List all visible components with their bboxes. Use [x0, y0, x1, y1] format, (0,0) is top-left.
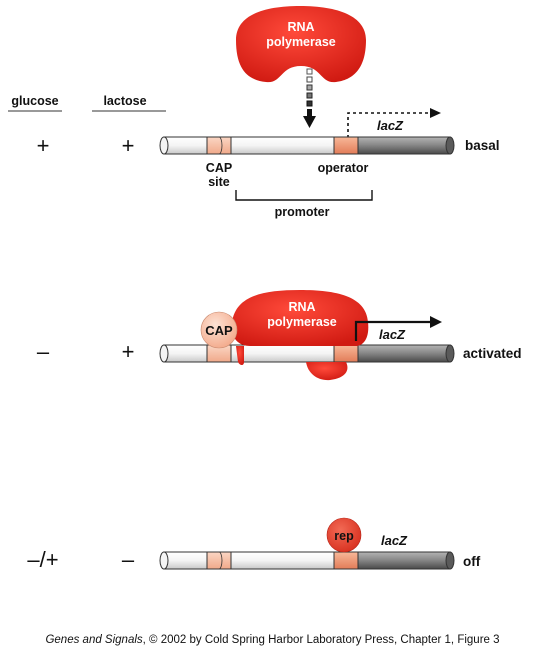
- rna-polymerase-lower-lobe: [306, 362, 348, 381]
- dna-strand: [159, 344, 455, 363]
- glucose-symbol: –/+: [27, 547, 58, 572]
- weak-binding-arrow: [303, 68, 316, 128]
- cap-site-label-line1: CAP: [206, 161, 232, 175]
- glucose-symbol: +: [37, 133, 50, 158]
- rna-polymerase-edge: [236, 346, 244, 365]
- cap-site-label-line2: site: [208, 175, 230, 189]
- lacz-label: lacZ: [377, 118, 404, 133]
- dna-strand: [159, 136, 455, 155]
- panel-basal: + + RNA polymerase lacZ: [37, 6, 500, 219]
- activated-transcription-arrow: [354, 320, 430, 341]
- lactose-symbol: +: [122, 133, 135, 158]
- lacz-label: lacZ: [379, 327, 406, 342]
- figure-caption: Genes and Signals, © 2002 by Cold Spring…: [0, 634, 545, 646]
- operator-region: [333, 136, 359, 155]
- rna-polymerase-shape: [231, 290, 369, 346]
- rna-polymerase-label-line1: RNA: [288, 300, 315, 314]
- panel-off: –/+ – rep lacZ off: [27, 517, 481, 572]
- lactose-symbol: +: [122, 339, 135, 364]
- rna-polymerase-shape: [236, 6, 366, 83]
- state-label: off: [463, 554, 481, 569]
- lactose-header: lactose: [103, 94, 146, 108]
- caption-text: , © 2002 by Cold Spring Harbor Laborator…: [142, 634, 500, 646]
- panel-activated: – + RNA polymerase CAP lacZ activated: [37, 290, 522, 381]
- lacz-gene-region: [357, 344, 451, 363]
- cap-protein: [200, 311, 238, 349]
- state-label: activated: [463, 346, 522, 361]
- cap-site-region: [206, 551, 232, 570]
- state-label: basal: [465, 138, 500, 153]
- lacz-label: lacZ: [381, 533, 408, 548]
- lacz-gene-region: [357, 551, 451, 570]
- rna-polymerase-label-line2: polymerase: [267, 315, 337, 329]
- operator-label: operator: [318, 161, 369, 175]
- arrowhead: [430, 108, 441, 118]
- cap-site-region: [206, 136, 232, 155]
- basal-transcription-arrow: [347, 112, 430, 138]
- dna-strand: [159, 551, 455, 570]
- promoter-bracket: [235, 190, 373, 201]
- arrowhead: [430, 316, 442, 328]
- operator-region: [333, 551, 359, 570]
- operator-region: [333, 344, 359, 363]
- rna-polymerase-label-line2: polymerase: [266, 35, 336, 49]
- glucose-header: glucose: [11, 94, 58, 108]
- lactose-symbol: –: [122, 547, 135, 572]
- caption-book-title: Genes and Signals: [45, 634, 143, 646]
- repressor-label: rep: [334, 529, 354, 543]
- cap-protein-label: CAP: [205, 323, 233, 338]
- lacz-gene-region: [357, 136, 451, 155]
- repressor-protein: [326, 517, 362, 553]
- rna-polymerase-label-line1: RNA: [287, 20, 314, 34]
- promoter-label: promoter: [275, 205, 330, 219]
- glucose-symbol: –: [37, 339, 50, 364]
